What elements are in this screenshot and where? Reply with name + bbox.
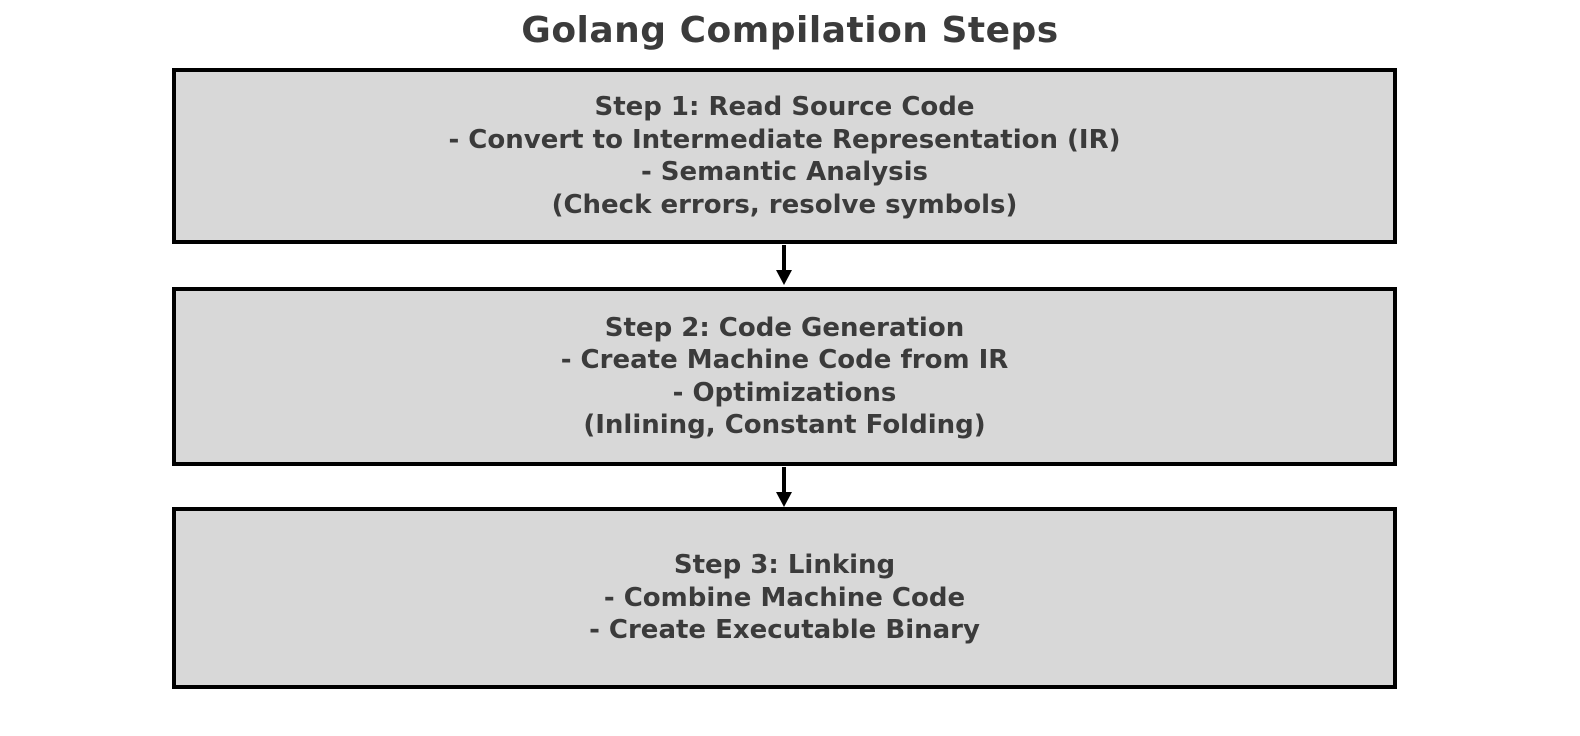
- step-1-heading: Step 1: Read Source Code: [594, 92, 975, 122]
- step-1-detail: - Semantic Analysis: [640, 157, 929, 187]
- step-1-detail: - Convert to Intermediate Representation…: [448, 124, 1121, 155]
- step-3-detail: - Combine Machine Code: [603, 582, 966, 613]
- arrow-down-icon: [776, 467, 792, 507]
- step-1-box: Step 1: Read Source Code - Convert to In…: [172, 68, 1397, 244]
- diagram-title: Golang Compilation Steps: [521, 10, 1059, 51]
- arrow-down-icon: [776, 245, 792, 285]
- step-3-box: Step 3: Linking - Combine Machine Code -…: [172, 507, 1397, 689]
- step-2-box: Step 2: Code Generation - Create Machine…: [172, 287, 1397, 466]
- step-3-detail: - Create Executable Binary: [589, 615, 980, 646]
- step-2-heading: Step 2: Code Generation: [604, 312, 965, 343]
- step-1-detail: (Check errors, resolve symbols): [551, 189, 1018, 220]
- step-3-heading: Step 3: Linking: [673, 550, 896, 581]
- step-2-detail: - Create Machine Code from IR: [560, 345, 1009, 375]
- step-2-detail: (Inlining, Constant Folding): [583, 410, 986, 440]
- step-2-detail: - Optimizations: [672, 377, 897, 408]
